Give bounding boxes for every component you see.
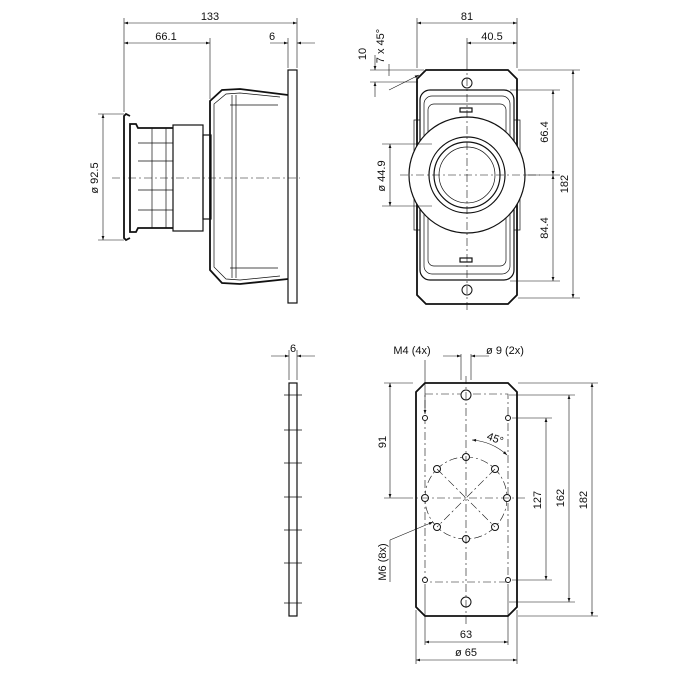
plate-side-outline [288, 382, 298, 617]
dim-65: ø 65 [455, 647, 477, 659]
dim-10: 10 [357, 48, 369, 60]
dim-127: 127 [532, 491, 544, 509]
angle-45: 45° [485, 431, 505, 448]
label-m4: M4 (4x) [393, 345, 430, 357]
dim-66-1: 66.1 [155, 31, 176, 43]
m4-hole [505, 415, 511, 421]
dim-133: 133 [201, 11, 219, 23]
dim-182-front: 182 [559, 175, 571, 193]
dim-81: 81 [461, 11, 473, 23]
m4-hole [505, 577, 511, 583]
dim-7x45: 7 x 45° [375, 29, 387, 63]
dim-91: 91 [377, 436, 389, 448]
side-mounting-plate [287, 69, 298, 304]
side-flange [123, 112, 131, 242]
dim-182-plate: 182 [578, 491, 590, 509]
dim-92-5: ø 92.5 [89, 162, 101, 193]
plate-front-view: 45° M4 (4x) ø 9 (2x) 91 M6 (8x) 127 162 … [377, 345, 598, 664]
dim-84-4: 84.4 [539, 217, 551, 238]
dim-6-plate: 6 [290, 343, 296, 355]
dim-66-4: 66.4 [539, 121, 551, 142]
side-view: 133 66.1 6 ø 92.5 [89, 11, 315, 304]
front-view: 81 40.5 10 7 x 45° 66.4 84.4 182 ø 44.9 [357, 11, 580, 310]
label-m6: M6 (8x) [377, 543, 389, 580]
dim-162: 162 [555, 489, 567, 507]
dim-44-9: ø 44.9 [376, 160, 388, 191]
dim-40-5: 40.5 [481, 31, 502, 43]
m4-hole [422, 415, 428, 421]
label-dia9: ø 9 (2x) [486, 345, 524, 357]
dim-63: 63 [460, 629, 472, 641]
side-housing [209, 88, 289, 285]
plate-outline [415, 382, 518, 617]
plate-side-view: 6 [271, 343, 315, 617]
dim-6-side: 6 [269, 31, 275, 43]
m4-hole [422, 577, 428, 583]
